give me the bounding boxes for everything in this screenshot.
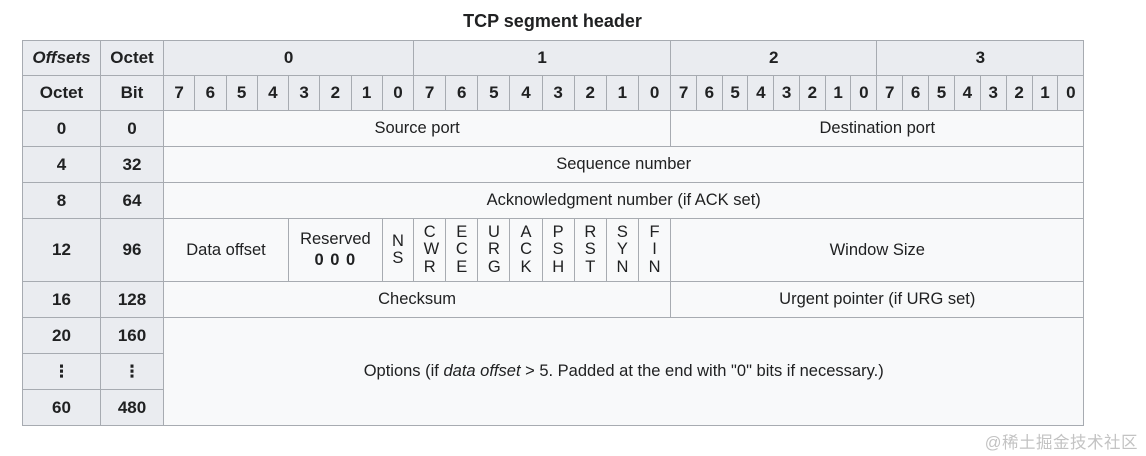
bit-offset-cell: 160 xyxy=(100,317,164,354)
bit-number-cell: 0 xyxy=(637,75,672,111)
bit-offset-cell: 96 xyxy=(100,218,164,282)
octet-offset-cell: 60 xyxy=(22,389,101,426)
field-options: Options (if data offset > 5. Padded at t… xyxy=(162,317,1085,426)
reserved-bits-value: 0 0 0 xyxy=(314,251,357,269)
field-window-size: Window Size xyxy=(670,218,1085,282)
options-text-italic: data offset xyxy=(443,362,521,380)
bit-number-cell: 0 xyxy=(1057,75,1085,111)
bit-number-cell: 2 xyxy=(1005,75,1033,111)
field-checksum: Checksum xyxy=(162,281,672,318)
bit-number-cell: 7 xyxy=(670,75,697,111)
flag-ack: ACK xyxy=(509,218,543,282)
field-data-offset: Data offset xyxy=(163,218,289,282)
offsets-label: Offsets xyxy=(22,40,101,76)
bit-offset-cell: 64 xyxy=(100,182,164,219)
bit-number-cell: 7 xyxy=(413,75,447,111)
bit-number-cell: 4 xyxy=(509,75,543,111)
bit-number-cell: 3 xyxy=(287,75,321,111)
bit-number-cell: 4 xyxy=(747,75,775,111)
bit-number-cell: 5 xyxy=(721,75,749,111)
bit-number-cell: 2 xyxy=(319,75,352,111)
octet-link[interactable]: Octet xyxy=(100,40,164,76)
flag-syn: SYN xyxy=(605,218,639,282)
octet-offset-cell: 8 xyxy=(22,182,101,219)
header-row-octets: Offsets Octet 0 1 2 3 xyxy=(22,40,1085,76)
bit-number-cell: 3 xyxy=(773,75,800,111)
bit-number-cell: 6 xyxy=(902,75,930,111)
row-offset-0: 0 0 Source port Destination port xyxy=(22,110,1085,147)
bit-number-cell: 6 xyxy=(445,75,479,111)
bit-number-cell: 4 xyxy=(256,75,290,111)
octet-offset-cell: 4 xyxy=(22,146,101,183)
bit-number-cell: 6 xyxy=(695,75,723,111)
flag-urg: URG xyxy=(477,218,511,282)
flag-psh: PSH xyxy=(541,218,575,282)
row-offset-12: 12 96 Data offset Reserved 0 0 0 NS CWR … xyxy=(22,218,1085,282)
bit-number-cell: 0 xyxy=(381,75,415,111)
bit-offset-cell: ⋮ xyxy=(100,353,164,390)
field-source-port: Source port xyxy=(162,110,672,147)
header-row-bits: Octet Bit 7 6 5 4 3 2 1 0 7 6 5 4 3 2 1 … xyxy=(22,75,1085,111)
reserved-label: Reserved xyxy=(300,229,371,248)
bit-number-cell: 0 xyxy=(850,75,878,111)
flag-ece: ECE xyxy=(445,218,479,282)
watermark: @稀土掘金技术社区 xyxy=(984,434,1138,452)
row-offset-8: 8 64 Acknowledgment number (if ACK set) xyxy=(22,182,1085,219)
bit-number-cell: 7 xyxy=(876,75,904,111)
byte-group-header: 2 xyxy=(670,40,878,76)
octet-offset-cell: 16 xyxy=(22,281,101,318)
bit-number-cell: 6 xyxy=(194,75,227,111)
byte-group-header: 1 xyxy=(413,40,672,76)
bit-number-cell: 2 xyxy=(573,75,607,111)
bit-offset-cell: 0 xyxy=(100,110,164,147)
tcp-header-table: Offsets Octet 0 1 2 3 Octet Bit 7 6 5 4 … xyxy=(22,40,1085,426)
octet-offset-cell: 20 xyxy=(22,317,101,354)
bit-number-cell: 3 xyxy=(541,75,575,111)
flag-cwr: CWR xyxy=(413,218,447,282)
bit-number-cell: 3 xyxy=(979,75,1007,111)
bit-number-cell: 1 xyxy=(350,75,383,111)
bit-number-cell: 5 xyxy=(477,75,511,111)
row-offset-ellipsis: ⋮ ⋮ xyxy=(22,353,1084,390)
byte-group-header: 3 xyxy=(876,40,1085,76)
bit-number-cell: 4 xyxy=(953,75,981,111)
field-sequence-number: Sequence number xyxy=(162,146,1085,183)
octet-offset-cell: ⋮ xyxy=(22,353,101,390)
field-urgent-pointer: Urgent pointer (if URG set) xyxy=(670,281,1085,318)
field-destination-port: Destination port xyxy=(670,110,1085,147)
options-text-suffix: > 5. Padded at the end with "0" bits if … xyxy=(520,362,884,380)
bit-number-cell: 2 xyxy=(798,75,826,111)
bit-number-cell: 5 xyxy=(225,75,258,111)
field-reserved: Reserved 0 0 0 xyxy=(288,218,383,282)
field-acknowledgment-number: Acknowledgment number (if ACK set) xyxy=(162,182,1085,219)
diagram-title: TCP segment header xyxy=(463,11,642,31)
bit-number-cell: 1 xyxy=(824,75,852,111)
byte-group-header: 0 xyxy=(162,40,415,76)
row-offset-4: 4 32 Sequence number xyxy=(22,146,1085,183)
octet-offset-cell: 0 xyxy=(22,110,101,147)
row-offset-20: 20 160 Options (if data offset > 5. Padd… xyxy=(22,317,1085,426)
bit-link[interactable]: Bit xyxy=(100,75,164,111)
bit-offset-cell: 480 xyxy=(100,389,164,426)
flag-ns: NS xyxy=(381,218,415,282)
bit-offset-cell: 32 xyxy=(100,146,164,183)
flag-fin: FIN xyxy=(637,218,672,282)
octet-row-label: Octet xyxy=(22,75,101,111)
options-text-prefix: Options (if xyxy=(363,362,444,380)
row-offset-60: 60 480 xyxy=(22,389,1084,426)
bit-number-cell: 5 xyxy=(928,75,955,111)
octet-offset-cell: 12 xyxy=(22,218,101,282)
bit-number-cell: 1 xyxy=(1031,75,1059,111)
bit-number-cell: 7 xyxy=(162,75,196,111)
bit-number-cell: 1 xyxy=(605,75,639,111)
bit-offset-cell: 128 xyxy=(100,281,164,318)
row-offset-16: 16 128 Checksum Urgent pointer (if URG s… xyxy=(22,281,1085,318)
flag-rst: RST xyxy=(573,218,607,282)
